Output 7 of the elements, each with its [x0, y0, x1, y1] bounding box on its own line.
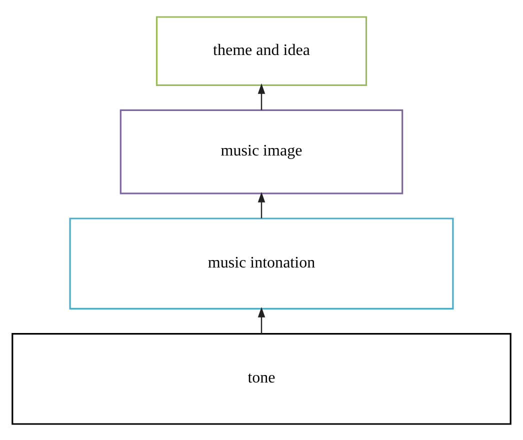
node-box: music intonation: [69, 217, 454, 310]
arrow: [258, 191, 266, 218]
node-box: theme and idea: [156, 16, 368, 86]
arrow: [258, 82, 266, 110]
arrow: [258, 306, 266, 334]
node-box: music image: [120, 108, 404, 194]
node-box: tone: [12, 332, 512, 424]
